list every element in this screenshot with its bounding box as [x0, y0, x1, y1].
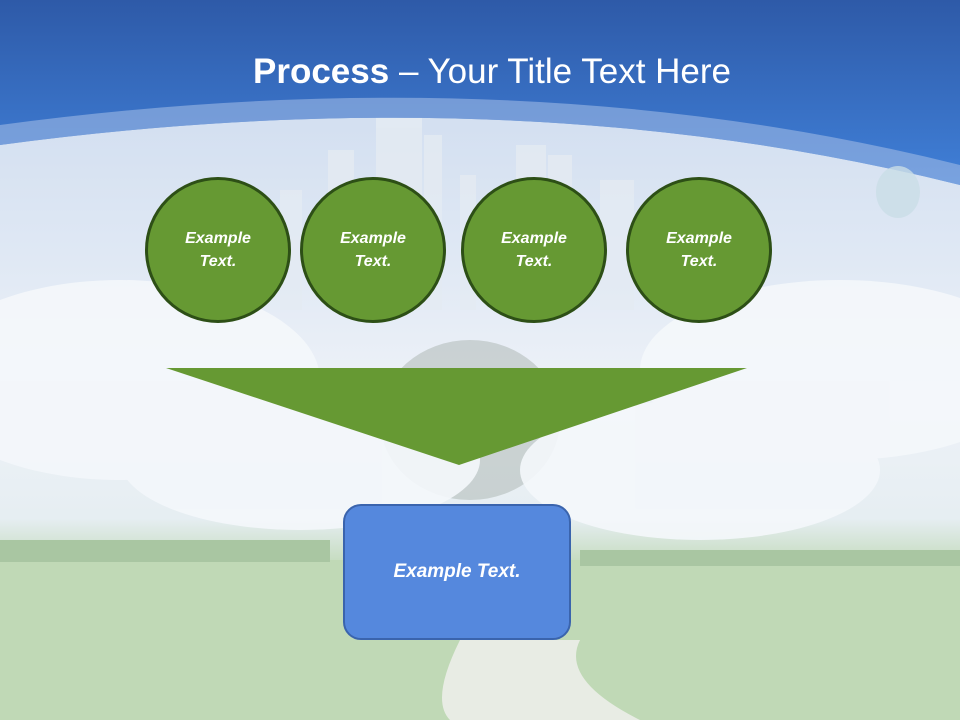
- clouds: [0, 280, 960, 540]
- result-box[interactable]: Example Text.: [343, 504, 571, 640]
- process-step-circle-1[interactable]: Example Text.: [145, 177, 291, 323]
- process-step-circle-2[interactable]: Example Text.: [300, 177, 446, 323]
- header-band: [0, 0, 960, 185]
- slide-title: Process – Your Title Text Here: [253, 52, 731, 91]
- funnel-arrow: [166, 368, 747, 465]
- hot-air-balloon-icon: [876, 166, 920, 218]
- header-arc: [0, 97, 960, 185]
- process-step-circle-4[interactable]: Example Text.: [626, 177, 772, 323]
- dirt-path: [442, 640, 640, 720]
- process-step-circle-3[interactable]: Example Text.: [461, 177, 607, 323]
- tree-line: [0, 540, 960, 566]
